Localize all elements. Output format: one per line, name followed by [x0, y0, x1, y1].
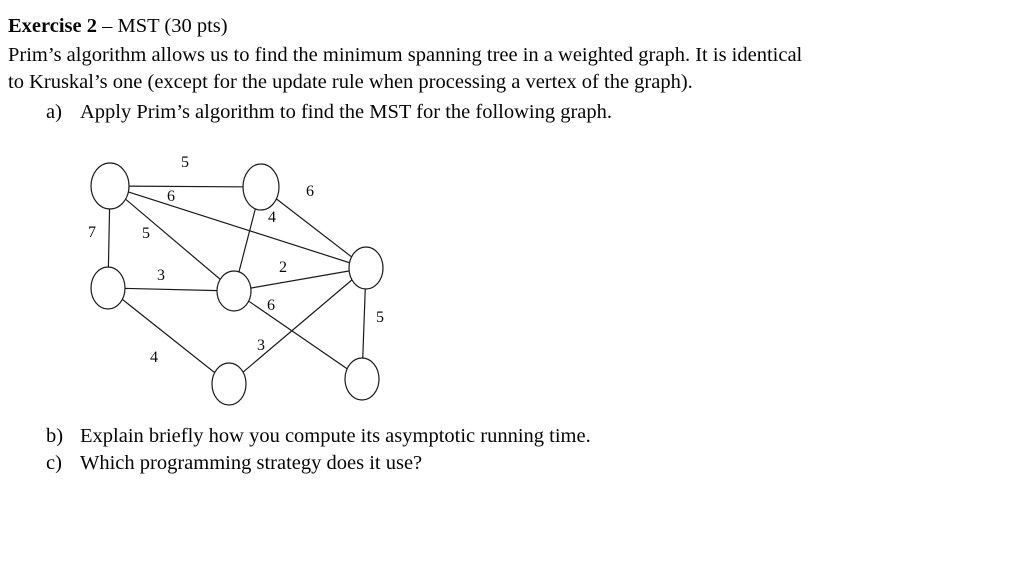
graph-node-F — [211, 362, 247, 406]
exercise-number: Exercise 2 — [8, 15, 97, 37]
item-b-text: Explain briefly how you compute its asym… — [80, 425, 591, 447]
exercise-title: – MST (30 pts) — [97, 15, 228, 37]
edge-weight-E-F: 3 — [257, 337, 265, 354]
question-item-a: a) Apply Prim’s algorithm to find the MS… — [46, 99, 612, 125]
graph-edge-A-B — [109, 185, 262, 188]
graph-edge-D-G — [233, 290, 363, 380]
graph-node-G — [344, 357, 380, 401]
question-item-c: c) Which programming strategy does it us… — [46, 450, 422, 476]
edge-weight-A-D: 5 — [142, 225, 150, 242]
edge-weight-B-D: 4 — [268, 209, 276, 226]
graph-edge-D-E — [233, 267, 367, 292]
item-b-marker: b) — [46, 425, 64, 447]
graph-edge-A-D — [109, 185, 235, 292]
exercise-heading: Exercise 2 – MST (30 pts) — [8, 13, 228, 39]
edge-weight-C-F: 4 — [150, 349, 158, 366]
graph-node-A — [90, 162, 130, 210]
graph-node-D — [216, 270, 252, 312]
item-a-text: Apply Prim’s algorithm to find the MST f… — [80, 101, 613, 123]
item-c-text: Which programming strategy does it use? — [80, 452, 423, 474]
graph-edge-E-F — [228, 267, 367, 385]
graph-edge-C-D — [107, 287, 235, 292]
edge-weight-D-G: 6 — [267, 297, 275, 314]
graph-node-E — [348, 246, 384, 290]
item-a-marker: a) — [46, 101, 62, 123]
edge-weight-D-E: 2 — [279, 259, 287, 276]
graph-edge-A-E — [109, 185, 367, 269]
question-item-b: b) Explain briefly how you compute its a… — [46, 423, 591, 449]
item-c-marker: c) — [46, 452, 62, 474]
graph-edge-C-F — [107, 287, 230, 385]
edge-weight-A-E: 6 — [167, 188, 175, 205]
edge-weight-E-G: 5 — [376, 309, 384, 326]
graph-edge-B-E — [260, 186, 367, 269]
edge-weight-C-D: 3 — [157, 267, 165, 284]
edge-weight-A-C: 7 — [88, 224, 96, 241]
edge-weight-A-B: 5 — [181, 154, 189, 171]
graph-node-C — [90, 266, 126, 310]
intro-line-1: Prim’s algorithm allows us to find the m… — [8, 44, 803, 66]
intro-line-2: to Kruskal’s one (except for the update … — [8, 71, 693, 93]
graph-node-B — [242, 163, 280, 211]
edge-weight-B-E: 6 — [306, 183, 314, 200]
